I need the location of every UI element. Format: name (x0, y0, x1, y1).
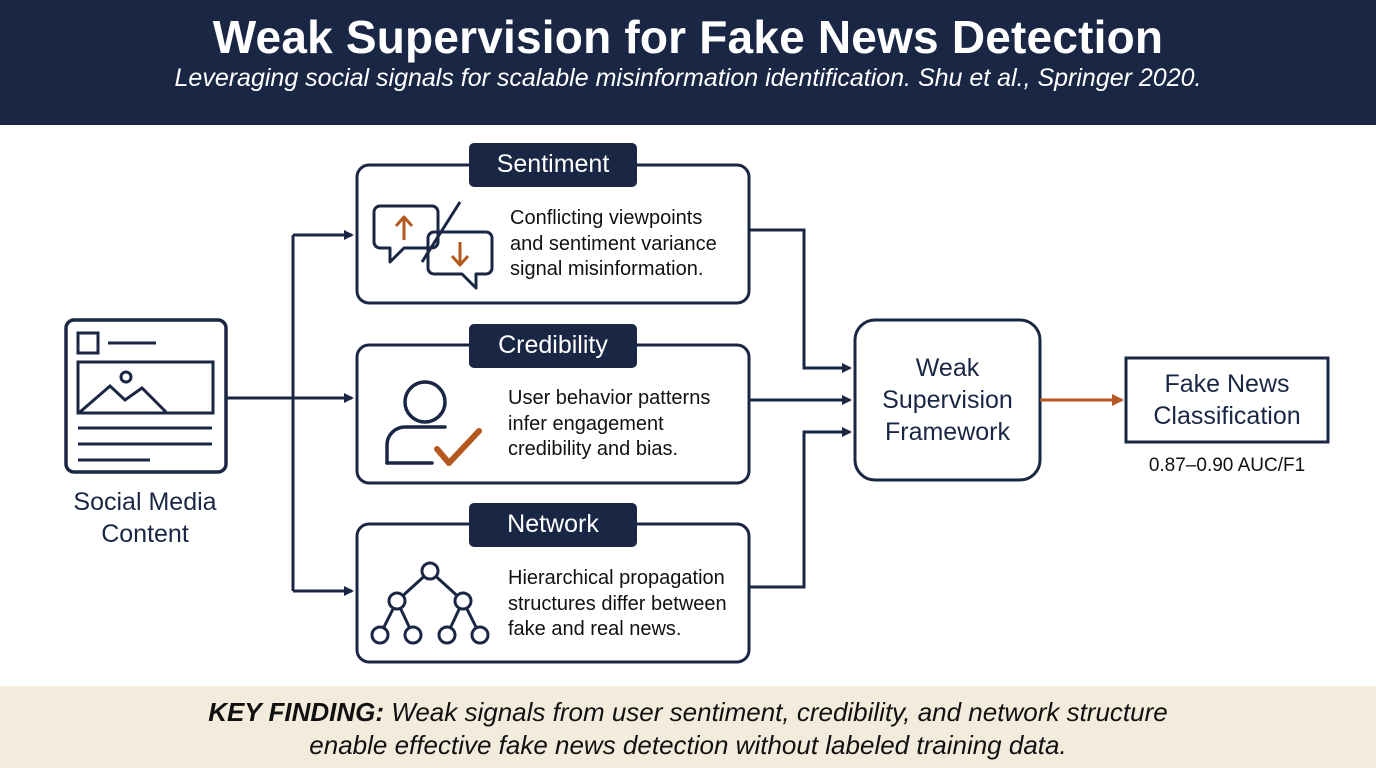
framework-label: Weak Supervision Framework (855, 352, 1040, 448)
key-finding-footer: KEY FINDING: Weak signals from user sent… (0, 686, 1376, 768)
key-finding-text: Weak signals from user sentiment, credib… (384, 697, 1168, 727)
source-label-line1: Social Media (73, 488, 217, 516)
network-line: Hierarchical propagation (508, 567, 725, 589)
sentiment-line: signal misinformation. (510, 258, 704, 280)
network-tree-icon (370, 561, 490, 645)
page-title: Weak Supervision for Fake News Detection (212, 11, 1164, 63)
network-tag (469, 503, 637, 547)
sentiment-line: Conflicting viewpoints (510, 207, 703, 229)
key-finding-lead: KEY FINDING: (208, 697, 385, 727)
header-banner: Weak Supervision for Fake News Detection… (0, 0, 1376, 125)
network-tag-label: Network (507, 510, 599, 538)
key-finding-line2: enable effective fake news detection wit… (309, 730, 1067, 760)
classification-label-line2: Classification (1153, 402, 1301, 430)
source-label: Social Media Content (45, 486, 245, 550)
network-line: fake and real news. (508, 618, 682, 640)
key-finding-line1: KEY FINDING: Weak signals from user sent… (0, 696, 1376, 729)
sentiment-tag (469, 143, 637, 187)
sentiment-line: and sentiment variance (510, 232, 717, 255)
source-connectors (226, 230, 354, 596)
credibility-line: infer engagement (508, 412, 664, 435)
classification-box (1124, 356, 1330, 444)
document-icon (64, 318, 228, 474)
network-description: Hierarchical propagation structures diff… (508, 566, 746, 643)
network-line: structures differ between (508, 592, 727, 615)
user-check-icon (385, 380, 482, 466)
classification-label-line1: Fake News (1164, 370, 1290, 398)
credibility-tag (469, 324, 637, 368)
credibility-line: User behavior patterns (508, 387, 711, 409)
framework-label-line3: Framework (884, 418, 1010, 446)
sentiment-icon (372, 201, 494, 290)
source-label-line2: Content (101, 520, 189, 548)
performance-metric: 0.87–0.90 AUC/F1 (1148, 455, 1306, 476)
classification-label: Fake News Classification (1126, 368, 1328, 432)
framework-label-line1: Weak (915, 354, 980, 382)
sentiment-description: Conflicting viewpoints and sentiment var… (510, 206, 745, 283)
framework-connectors (749, 228, 852, 589)
sentiment-tag-label: Sentiment (496, 150, 610, 178)
credibility-tag-label: Credibility (498, 331, 608, 359)
framework-label-line2: Supervision (882, 386, 1013, 414)
credibility-line: credibility and bias. (508, 438, 679, 460)
credibility-description: User behavior patterns infer engagement … (508, 386, 743, 463)
page-subtitle: Leveraging social signals for scalable m… (174, 64, 1202, 92)
